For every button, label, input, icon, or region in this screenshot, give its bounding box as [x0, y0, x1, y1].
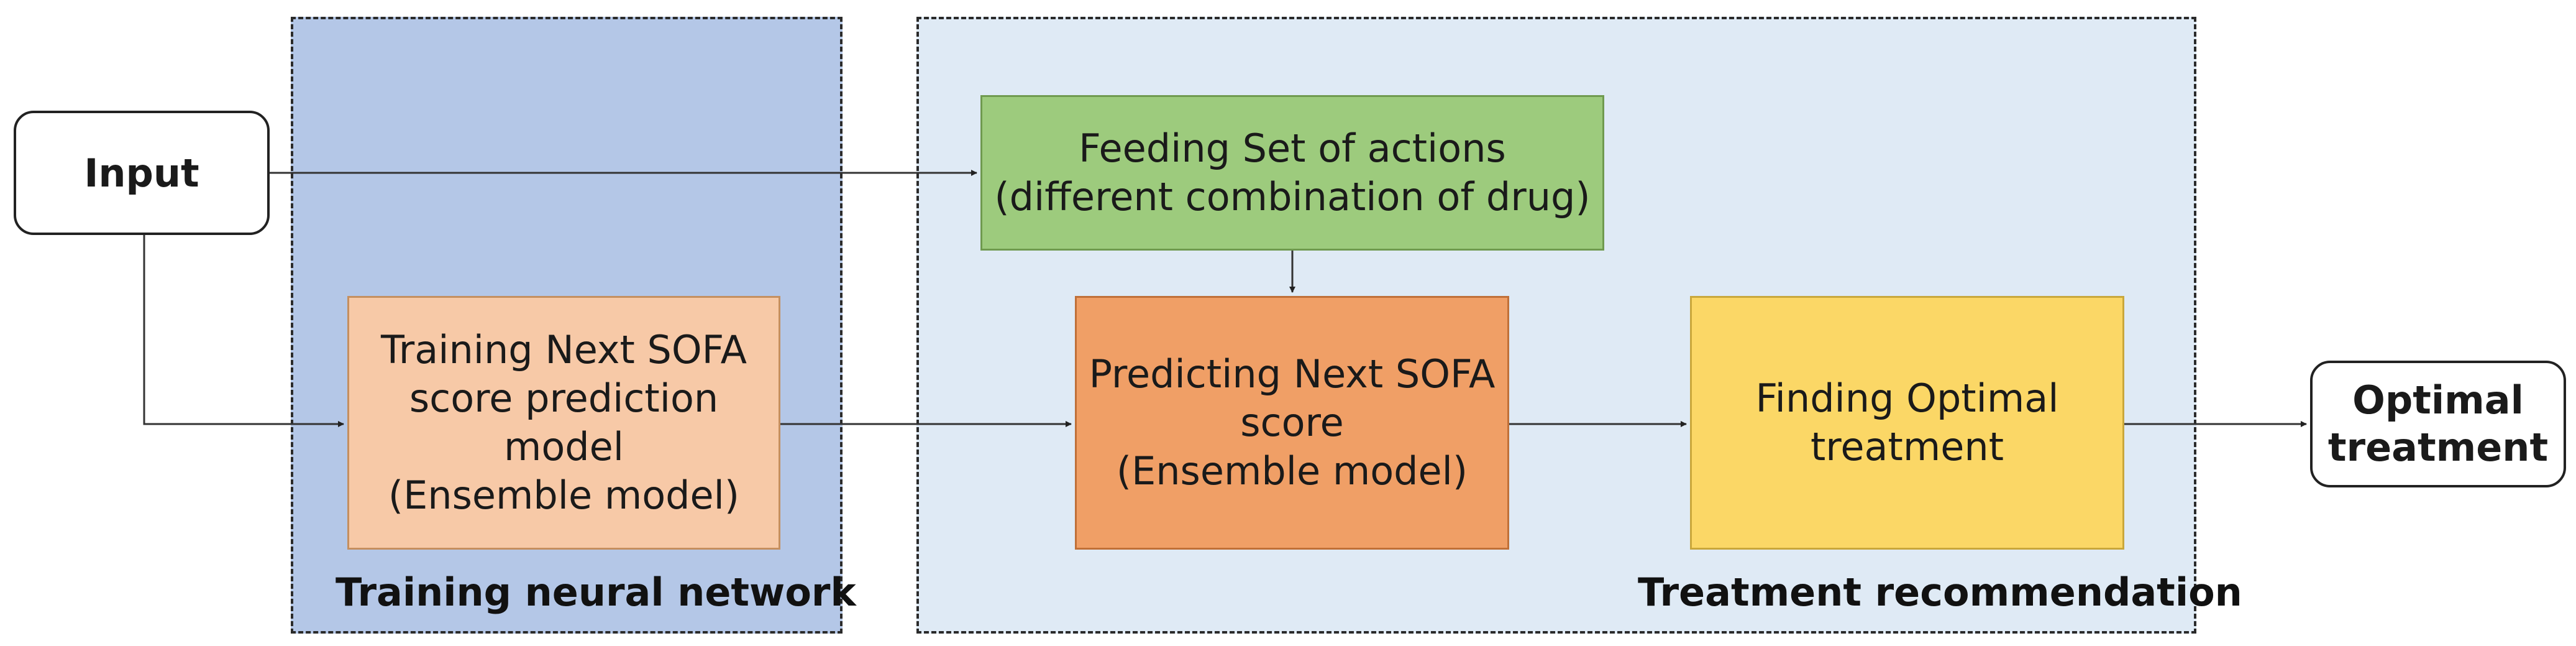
feeding-actions-node: Feeding Set of actions (different combin… — [980, 95, 1604, 251]
training-region-label: Training neural network — [336, 570, 856, 615]
output-node: Optimal treatment — [2310, 361, 2566, 487]
output-node-label: Optimal treatment — [2327, 377, 2549, 470]
feeding-actions-label: Feeding Set of actions (different combin… — [994, 126, 1591, 219]
input-node-label: Input — [84, 150, 199, 196]
finding-optimal-node: Finding Optimal treatment — [1690, 296, 2124, 550]
input-node: Input — [14, 111, 270, 235]
edge-input-to-training — [143, 235, 344, 427]
treatment-region-label: Treatment recommendation — [1638, 570, 2242, 615]
predicting-sofa-node: Predicting Next SOFA score (Ensemble mod… — [1075, 296, 1509, 550]
finding-optimal-label: Finding Optimal treatment — [1755, 376, 2059, 469]
training-model-node: Training Next SOFA score prediction mode… — [347, 296, 780, 550]
training-model-label: Training Next SOFA score prediction mode… — [380, 327, 747, 518]
predicting-sofa-label: Predicting Next SOFA score (Ensemble mod… — [1089, 351, 1496, 494]
